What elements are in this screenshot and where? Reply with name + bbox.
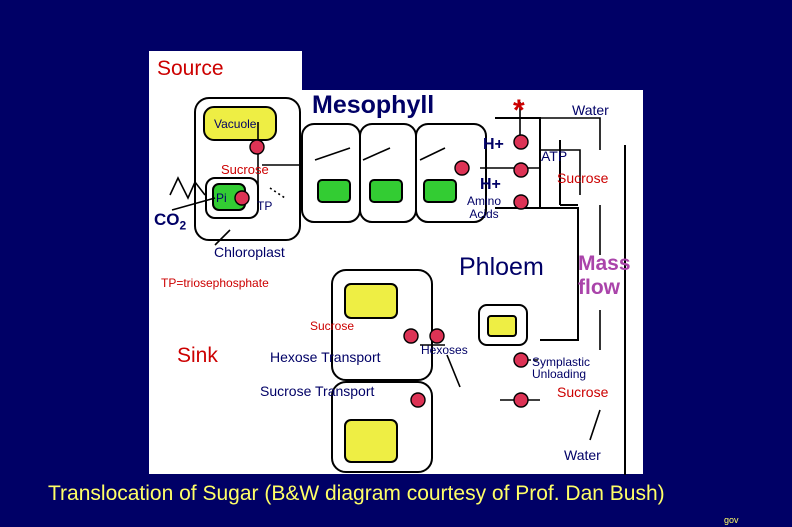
chloroplast-pointer	[214, 229, 231, 246]
water-top-label: Water	[572, 102, 609, 118]
mass-flow-label: Mass flow	[578, 252, 631, 299]
co2-diffusion-line	[169, 176, 206, 200]
hexose-carrier	[403, 328, 419, 344]
mesophyll-chloroplast-3	[423, 179, 457, 203]
chloroplast-label: Chloroplast	[214, 244, 285, 260]
co2-label: CO2	[154, 211, 186, 231]
proton-carrier-1	[513, 134, 529, 150]
chloroplast-carrier	[234, 190, 250, 206]
sucrose-carrier	[513, 392, 529, 408]
diagram-panel-top	[149, 51, 302, 91]
co2-entry-arrow	[171, 197, 216, 211]
sucrose-transport-label: Sucrose Transport	[260, 383, 375, 399]
asterisk-mark: *	[513, 94, 525, 127]
companion-sink-cell	[478, 304, 528, 346]
mesophyll-arrow-2	[362, 147, 391, 161]
sink-label: Sink	[177, 344, 218, 367]
hexoses-label: Hexoses	[421, 343, 468, 357]
mesophyll-cell-3	[415, 123, 487, 223]
mesophyll-arrow-1	[314, 147, 351, 161]
h-plus-lower-label: H+	[480, 176, 501, 193]
slide-caption: Translocation of Sugar (B&W diagram cour…	[48, 482, 665, 505]
mesophyll-cell-2	[359, 123, 417, 223]
sink-vacuole-lower	[344, 419, 398, 463]
companion-cell-wall	[495, 117, 541, 209]
co2-text: CO	[154, 210, 180, 229]
sucrose-mesophyll-label: Sucrose	[221, 162, 269, 177]
sink-vacuole-upper	[344, 283, 398, 319]
sucrose-right-label: Sucrose	[557, 170, 609, 186]
hexose-carrier-2	[429, 328, 445, 344]
water-bottom-label: Water	[564, 447, 601, 463]
source-label: Source	[157, 57, 224, 80]
co2-subscript: 2	[179, 218, 187, 233]
sucrose-sink-label: Sucrose	[310, 319, 355, 333]
h-plus-upper-label: H+	[483, 136, 504, 153]
mesophyll-arrow-3	[419, 147, 446, 161]
mesophyll-carrier	[454, 160, 470, 176]
tp-label: TP	[257, 199, 273, 213]
sink-cell-upper	[331, 269, 433, 381]
mesophyll-label: Mesophyll	[312, 91, 435, 119]
vacuole-carrier	[249, 139, 265, 155]
tp-dotted-link	[269, 187, 286, 199]
phloem-label: Phloem	[459, 253, 544, 281]
sink-sucrose-carrier	[410, 392, 426, 408]
pi-label: Pi	[216, 191, 227, 205]
water-top-line	[535, 117, 601, 150]
footnote-text: gov	[724, 515, 739, 525]
mesophyll-cell-1	[301, 123, 361, 223]
sieve-tube-wall	[540, 207, 579, 341]
mesophyll-chloroplast-1	[317, 179, 351, 203]
companion-sink-vacuole	[487, 315, 517, 337]
sink-cell-lower	[331, 381, 433, 473]
chloroplast-envelope	[205, 177, 259, 219]
water-out-arrow	[589, 409, 601, 441]
amino-acid-carrier	[513, 194, 529, 210]
vacuole-label: Vacuole	[214, 117, 257, 131]
atp-label: ATP	[541, 148, 568, 164]
sucrose-lower-label: Sucrose	[557, 384, 609, 400]
amino-acids-label: Amino Acids	[467, 194, 502, 221]
proton-carrier-2	[513, 162, 529, 178]
tp-definition-label: TP=triosephosphate	[161, 276, 269, 290]
source-cell	[194, 97, 301, 241]
hexose-arrow	[446, 354, 461, 388]
mesophyll-chloroplast-2	[369, 179, 403, 203]
unloading-carrier	[513, 352, 529, 368]
atp-line	[540, 149, 581, 195]
hexose-transport-label: Hexose Transport	[270, 349, 381, 365]
symplastic-unloading-label: Symplastic Unloading	[532, 355, 591, 381]
